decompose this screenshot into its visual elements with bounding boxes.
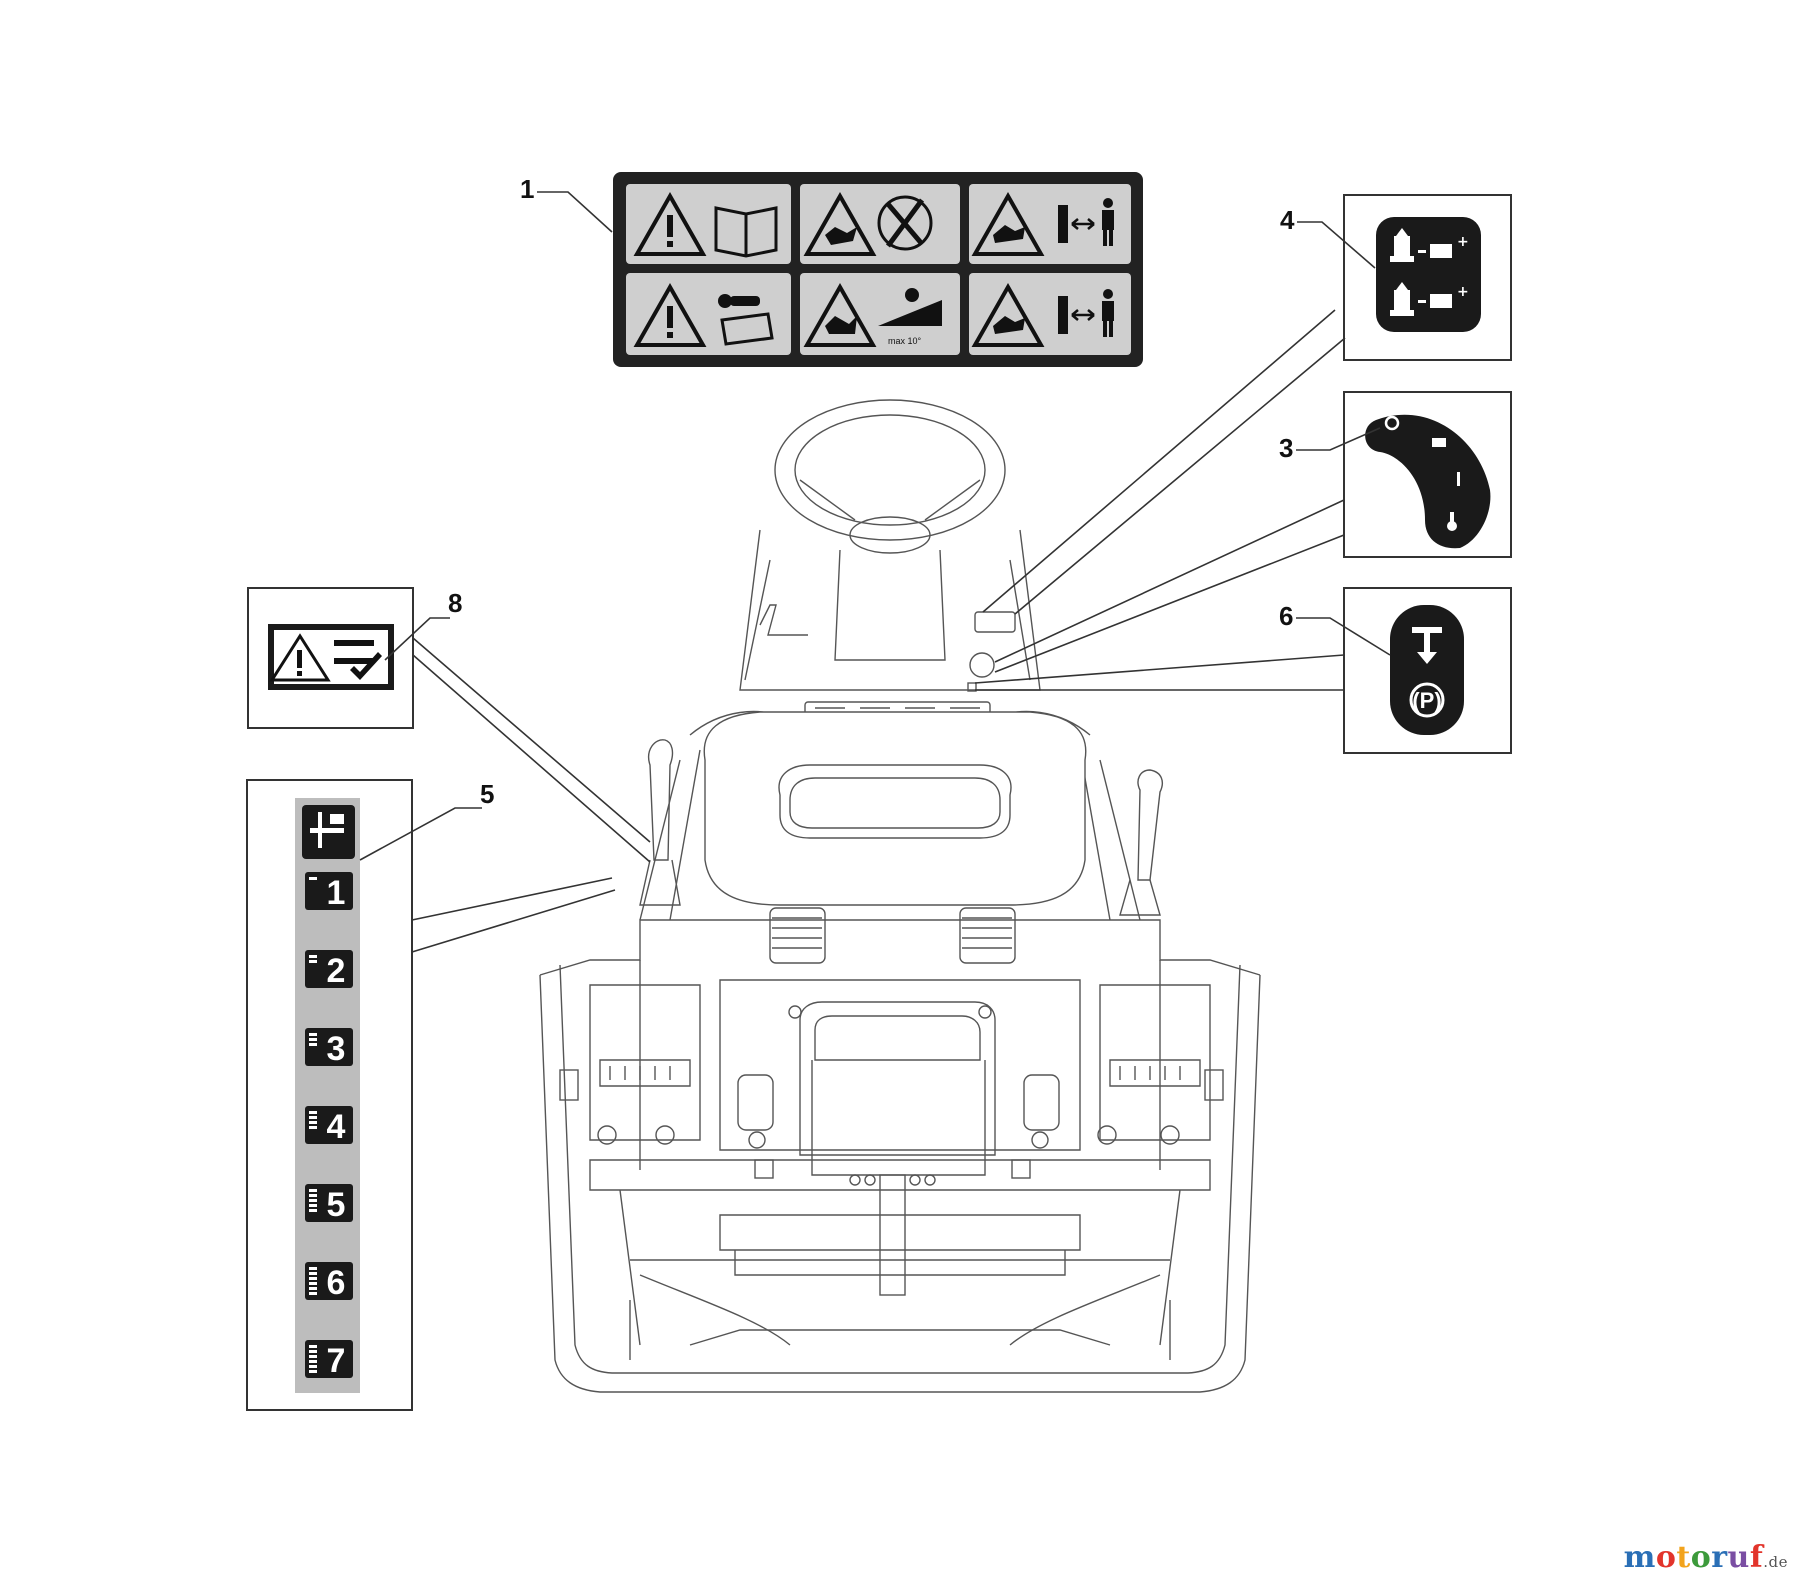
gear-number: 5: [327, 1186, 346, 1224]
callout-6: 6: [974, 601, 1391, 691]
no-passenger-icon: [877, 195, 933, 251]
hazard-triangle-icon: [803, 282, 877, 347]
gear-label-2: 2: [305, 950, 353, 990]
gear-number: 1: [327, 874, 346, 912]
brake-pedal-icon: [1412, 627, 1442, 664]
gear-label-7: 7: [305, 1340, 353, 1380]
lift-lever-icon: [334, 640, 382, 680]
safe-distance-icon: [1058, 198, 1114, 246]
decal-4-box: + +: [1343, 194, 1512, 361]
callout-3: 3: [994, 427, 1381, 673]
gear-number: 7: [327, 1342, 346, 1380]
warning-triangle-icon: [269, 633, 331, 682]
svg-text:+: +: [1457, 234, 1469, 250]
decal-5-box: 1 2 3 4 5 6 7: [246, 779, 413, 1411]
decal-8-box: [247, 587, 414, 729]
tractor-drawing: [539, 399, 1261, 1393]
off-position-icon: [1384, 415, 1400, 431]
parking-icon: [1409, 682, 1445, 718]
slope-icon: max 10°: [878, 288, 942, 346]
callout-4: 4: [982, 205, 1376, 615]
max-slope-text: max 10°: [888, 336, 922, 346]
warning-triangle-icon: [633, 282, 707, 347]
lights-icon: [1432, 438, 1446, 447]
decal-1-safety-label: max 10°: [613, 172, 1143, 367]
start-icon: [1447, 512, 1457, 531]
hazard-triangle-icon: [971, 282, 1045, 347]
gear-number: 3: [327, 1030, 346, 1068]
gear-label-6: 6: [305, 1262, 353, 1302]
gear-number: 2: [327, 952, 346, 990]
svg-text:5: 5: [480, 779, 494, 809]
svg-text:4: 4: [1280, 205, 1295, 235]
svg-text:8: 8: [448, 588, 462, 618]
parking-label: (P): [1412, 688, 1441, 713]
manual-book-icon: [714, 206, 778, 258]
warning-triangle-icon: [633, 191, 707, 256]
safe-distance-icon: [1058, 289, 1114, 337]
gear-label-1: 1: [305, 872, 353, 912]
callout-8: 8: [384, 588, 651, 863]
cutting-height-icon: [1390, 228, 1452, 316]
on-position-icon: [1457, 472, 1460, 486]
gear-number: 6: [327, 1264, 346, 1302]
gear-label-4: 4: [305, 1106, 353, 1146]
callout-5: 5: [359, 779, 616, 953]
decal-6-box: (P): [1343, 587, 1512, 754]
hazard-triangle-icon: [971, 191, 1045, 256]
svg-text:1: 1: [520, 174, 534, 204]
gear-list: 1 2 3 4 5 6 7: [305, 872, 353, 1380]
watermark-logo: motoruf.de: [1623, 1540, 1788, 1575]
callout-1: 1: [520, 174, 613, 233]
hazard-triangle-icon: [803, 191, 877, 256]
svg-text:+: +: [1457, 284, 1469, 300]
decal-3-box: [1343, 391, 1512, 558]
gear-label-5: 5: [305, 1184, 353, 1224]
svg-text:6: 6: [1279, 601, 1293, 631]
gear-label-3: 3: [305, 1028, 353, 1068]
svg-text:3: 3: [1279, 433, 1293, 463]
key-maintenance-icon: [718, 294, 774, 346]
gear-number: 4: [327, 1108, 346, 1146]
